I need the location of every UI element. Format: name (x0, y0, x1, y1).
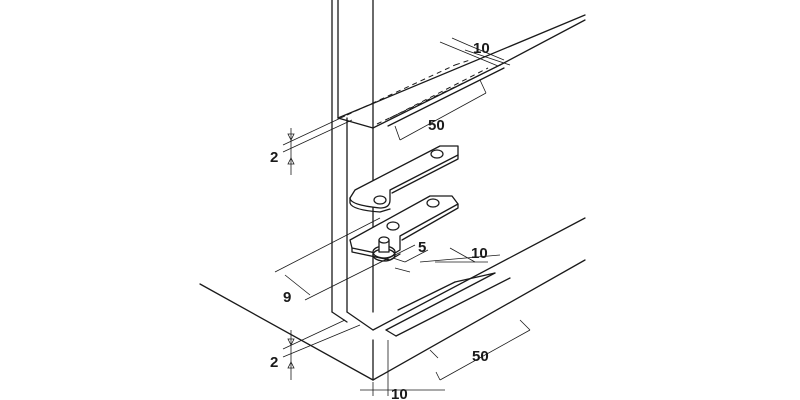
bottom-slot (385, 272, 511, 337)
bottom-length-dimension (429, 319, 531, 381)
lower-plate-hole-outer (426, 198, 440, 208)
top-depth-dimension (282, 115, 353, 175)
pin-diameter-dimension (392, 249, 429, 273)
upper-hinge-plate (349, 145, 459, 213)
top-length-dimension (394, 79, 487, 141)
bottom-edge-dimension (360, 340, 445, 396)
bottom-width-label: 10 (471, 245, 488, 262)
top-width-label: 10 (473, 40, 490, 57)
upper-plate-hole-outer (430, 149, 444, 159)
lower-hinge-plate (349, 195, 459, 261)
bottom-board (199, 217, 586, 381)
top-recess (346, 59, 505, 127)
top-length-label: 50 (428, 117, 445, 134)
pin-diameter-label: 5 (418, 239, 426, 256)
lower-plate-hole-inner (386, 221, 400, 231)
bottom-depth-label: 2 (270, 354, 278, 371)
bottom-length-label: 50 (472, 348, 489, 365)
pin-offset-label: 9 (283, 289, 291, 306)
pivot-pin (372, 236, 396, 262)
top-depth-label: 2 (270, 149, 278, 166)
top-board (337, 14, 586, 129)
pin-offset-dimension (274, 217, 416, 301)
door-panel (331, 0, 374, 313)
top-width-dimension (439, 37, 511, 67)
bottom-width-dimension (419, 247, 501, 263)
bottom-depth-dimension (282, 319, 361, 380)
bottom-edge-label: 10 (391, 386, 408, 400)
upper-plate-hole-inner (373, 195, 387, 205)
